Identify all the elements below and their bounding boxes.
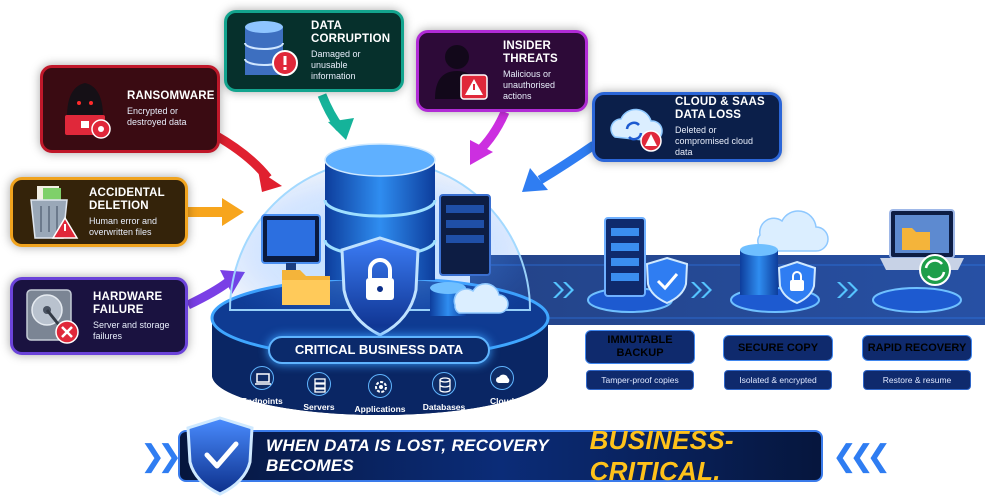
category-label: Applications [354,404,406,414]
stage-rapid-recovery-sub: Restore & resume [863,370,971,390]
category-endpoints: Endpoints [232,366,292,406]
threat-card-hardware-failure: HARDWARE FAILURE Server and storage fail… [10,277,188,355]
threat-desc: Deleted or compromised cloud data [675,125,754,157]
threat-title: HARDWARE FAILURE [93,290,163,316]
category-label: Databases [422,402,466,412]
hooded-hacker-laptop-icon [53,77,117,141]
stage-immutable-backup-title: IMMUTABLE BACKUP [585,330,695,364]
hard-drive-error-icon [23,286,83,346]
pipeline-chevrons [553,282,858,298]
threat-desc: Encrypted or destroyed data [127,106,187,127]
server-icon [307,372,331,396]
threat-title: INSIDER THREATS [503,40,558,65]
threat-title: RANSOMWARE [127,90,215,102]
category-cloud: Cloud [472,366,532,406]
trash-warning-icon [23,184,79,240]
cloud-icon [490,366,514,390]
threat-card-accidental-deletion: ACCIDENTAL DELETION Human error and over… [10,177,188,247]
threat-card-cloud-saas: CLOUD & SAAS DATA LOSS Deleted or compro… [592,92,782,162]
category-label: Cloud [489,396,515,406]
critical-business-data-label: CRITICAL BUSINESS DATA [268,336,490,364]
threat-title: CLOUD & SAAS DATA LOSS [675,96,765,121]
threat-title: DATA CORRUPTION [311,20,391,45]
threat-card-data-corruption: DATA CORRUPTION Damaged or unusable info… [224,10,404,92]
threat-card-ransomware: RANSOMWARE Encrypted or destroyed data [40,65,220,153]
category-databases: Databases [414,372,474,412]
threat-title: ACCIDENTAL DELETION [89,186,165,212]
database-icon [432,372,456,396]
category-servers: Servers [289,372,349,412]
threat-desc: Human error and overwritten files [89,215,158,237]
stage-secure-art [730,210,829,313]
chevron-left-icon: ❮❮❮ [832,440,891,473]
silhouette-warning-icon [429,39,493,103]
category-applications: Applications [350,374,410,414]
stage-rapid-recovery-title: RAPID RECOVERY [862,335,972,361]
stage-immutable-backup-sub: Tamper-proof copies [586,370,694,390]
threat-card-insider-threats: INSIDER THREATS Malicious or unauthorise… [416,30,588,112]
threat-desc: Damaged or unusable information [311,49,361,81]
stage-secure-copy-sub: Isolated & encrypted [724,370,832,390]
database-warning-icon [237,19,301,83]
category-label: Endpoints [241,396,283,406]
stage-immutable-art [587,217,689,313]
category-label: Servers [303,402,335,412]
cloud-sync-warning-icon [605,101,665,153]
threat-desc: Server and storage failures [93,319,170,341]
laptop-icon [250,366,274,390]
stage-secure-copy-title: SECURE COPY [723,335,833,361]
tagline-emphasis: BUSINESS-CRITICAL. [589,425,734,486]
tagline-lead: WHEN DATA IS LOST, RECOVERY BECOMES [266,436,549,475]
stage-recovery-art [872,209,964,313]
tagline-banner: WHEN DATA IS LOST, RECOVERY BECOMES BUSI… [178,425,823,486]
gear-icon [368,374,392,398]
threat-desc: Malicious or unauthorised actions [503,69,556,101]
